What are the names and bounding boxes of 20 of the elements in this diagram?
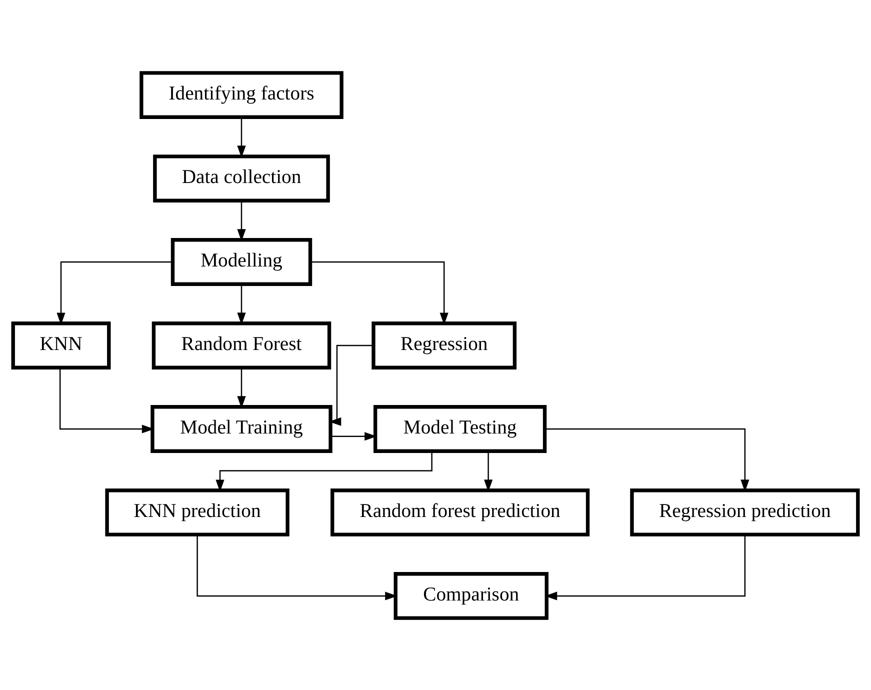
node-box: Random Forest <box>152 321 332 369</box>
node-box: Regression <box>372 321 517 369</box>
node-box: Identifying factors <box>140 70 344 118</box>
arrow <box>237 116 246 158</box>
node-box: Comparison <box>394 572 548 620</box>
node-box: Data collection <box>153 154 330 202</box>
node-box: Model Training <box>150 404 332 452</box>
arrow <box>237 367 246 408</box>
arrow <box>237 200 246 241</box>
node-box: Model Testing <box>374 404 547 452</box>
arrow <box>545 428 750 492</box>
arrow <box>56 260 172 324</box>
arrow <box>310 260 448 324</box>
node-box: Regression prediction <box>630 488 860 536</box>
node-box: KNN <box>11 321 111 369</box>
node-box: KNN prediction <box>105 488 290 536</box>
node-box: Random forest prediction <box>330 488 590 536</box>
node-box: Modelling <box>170 238 312 286</box>
arrow <box>484 450 493 492</box>
arrow <box>237 284 246 324</box>
